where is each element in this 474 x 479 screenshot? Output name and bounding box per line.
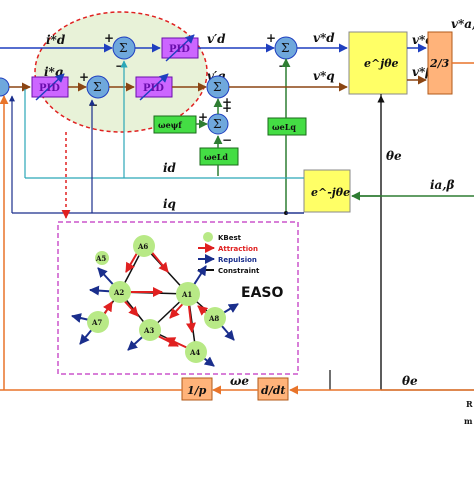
svg-text:Attraction: Attraction bbox=[218, 245, 258, 253]
svg-text:Σ: Σ bbox=[281, 41, 289, 55]
theta-e-label-bottom: θe bbox=[402, 374, 418, 388]
svg-text:e^jθe: e^jθe bbox=[364, 57, 399, 70]
svg-text:A4: A4 bbox=[189, 348, 200, 357]
svg-text:Σ: Σ bbox=[119, 41, 127, 55]
iab-label: ia,β bbox=[430, 178, 455, 192]
edge-text-r: R bbox=[466, 399, 473, 409]
svg-text:A3: A3 bbox=[143, 326, 154, 335]
agent-a6 bbox=[133, 235, 155, 257]
pid-2-label: PID bbox=[169, 44, 190, 55]
svg-text:−: − bbox=[115, 59, 125, 73]
theta-e-label-top: θe bbox=[386, 149, 402, 163]
agent-a8 bbox=[204, 307, 226, 329]
agent-a1 bbox=[176, 282, 200, 306]
pid-3-label: PID bbox=[143, 83, 164, 94]
svg-text:e^-jθe: e^-jθe bbox=[311, 186, 350, 199]
svg-text:−: − bbox=[88, 98, 98, 112]
svg-text:−: − bbox=[222, 133, 232, 147]
svg-text:Σ: Σ bbox=[213, 117, 221, 131]
svg-text:A5: A5 bbox=[95, 254, 106, 263]
vabc-ref-label: v*a,b, bbox=[451, 17, 474, 31]
inv-p-block bbox=[181, 377, 213, 401]
left-edge-sum bbox=[0, 77, 10, 97]
agent-a4 bbox=[185, 341, 207, 363]
svg-text:Σ: Σ bbox=[93, 80, 101, 94]
ld-block bbox=[199, 147, 239, 166]
agent-a5 bbox=[95, 251, 109, 265]
two-thirds-block bbox=[427, 31, 453, 95]
agent-a3 bbox=[139, 319, 161, 341]
svg-text:Repulsion: Repulsion bbox=[218, 256, 257, 264]
vd-ref-label: v*d bbox=[313, 31, 335, 45]
id-label: id bbox=[163, 161, 177, 175]
svg-text:+: + bbox=[222, 101, 232, 115]
svg-text:A6: A6 bbox=[137, 242, 148, 251]
svg-text:Σ: Σ bbox=[213, 80, 221, 94]
agent-a2 bbox=[109, 281, 131, 303]
svg-text:ωeψf: ωeψf bbox=[158, 120, 182, 130]
svg-text:A7: A7 bbox=[91, 318, 102, 327]
svg-text:A8: A8 bbox=[208, 314, 219, 323]
svg-text:2/3: 2/3 bbox=[429, 57, 450, 70]
omega-e-label: ωe bbox=[230, 374, 249, 388]
svg-text:A2: A2 bbox=[113, 288, 124, 297]
svg-text:A1: A1 bbox=[181, 290, 192, 299]
iq-label: iq bbox=[163, 197, 176, 211]
lq-block bbox=[267, 117, 307, 136]
svg-text:Constraint: Constraint bbox=[218, 267, 260, 275]
edge-text-m: m bbox=[464, 416, 473, 426]
svg-text:1/p: 1/p bbox=[187, 384, 207, 397]
agent-a7 bbox=[87, 311, 109, 333]
vq-ref-label: v*q bbox=[313, 69, 335, 83]
vd-prime-label: v′d bbox=[207, 32, 226, 46]
svg-text:ωeLd: ωeLd bbox=[204, 152, 228, 162]
svg-text:+: + bbox=[79, 70, 89, 84]
svg-text:+: + bbox=[222, 95, 232, 109]
svg-text:KBest: KBest bbox=[218, 234, 242, 242]
pid-1-label: PID bbox=[39, 83, 60, 94]
id-ref-label: i*d bbox=[46, 33, 66, 47]
svg-text:+: + bbox=[104, 31, 114, 45]
easo-title: EASO bbox=[241, 285, 283, 301]
svg-text:+: + bbox=[198, 110, 208, 124]
inv-park-block bbox=[348, 31, 408, 95]
park-block bbox=[303, 169, 351, 213]
agent-network: A6 A5 A2 A1 A7 A3 A8 A4 bbox=[71, 235, 239, 367]
svg-text:ωeLq: ωeLq bbox=[272, 122, 296, 132]
ddt-block bbox=[257, 377, 289, 401]
svg-text:d/dt: d/dt bbox=[261, 384, 285, 397]
svg-text:+: + bbox=[266, 31, 276, 45]
